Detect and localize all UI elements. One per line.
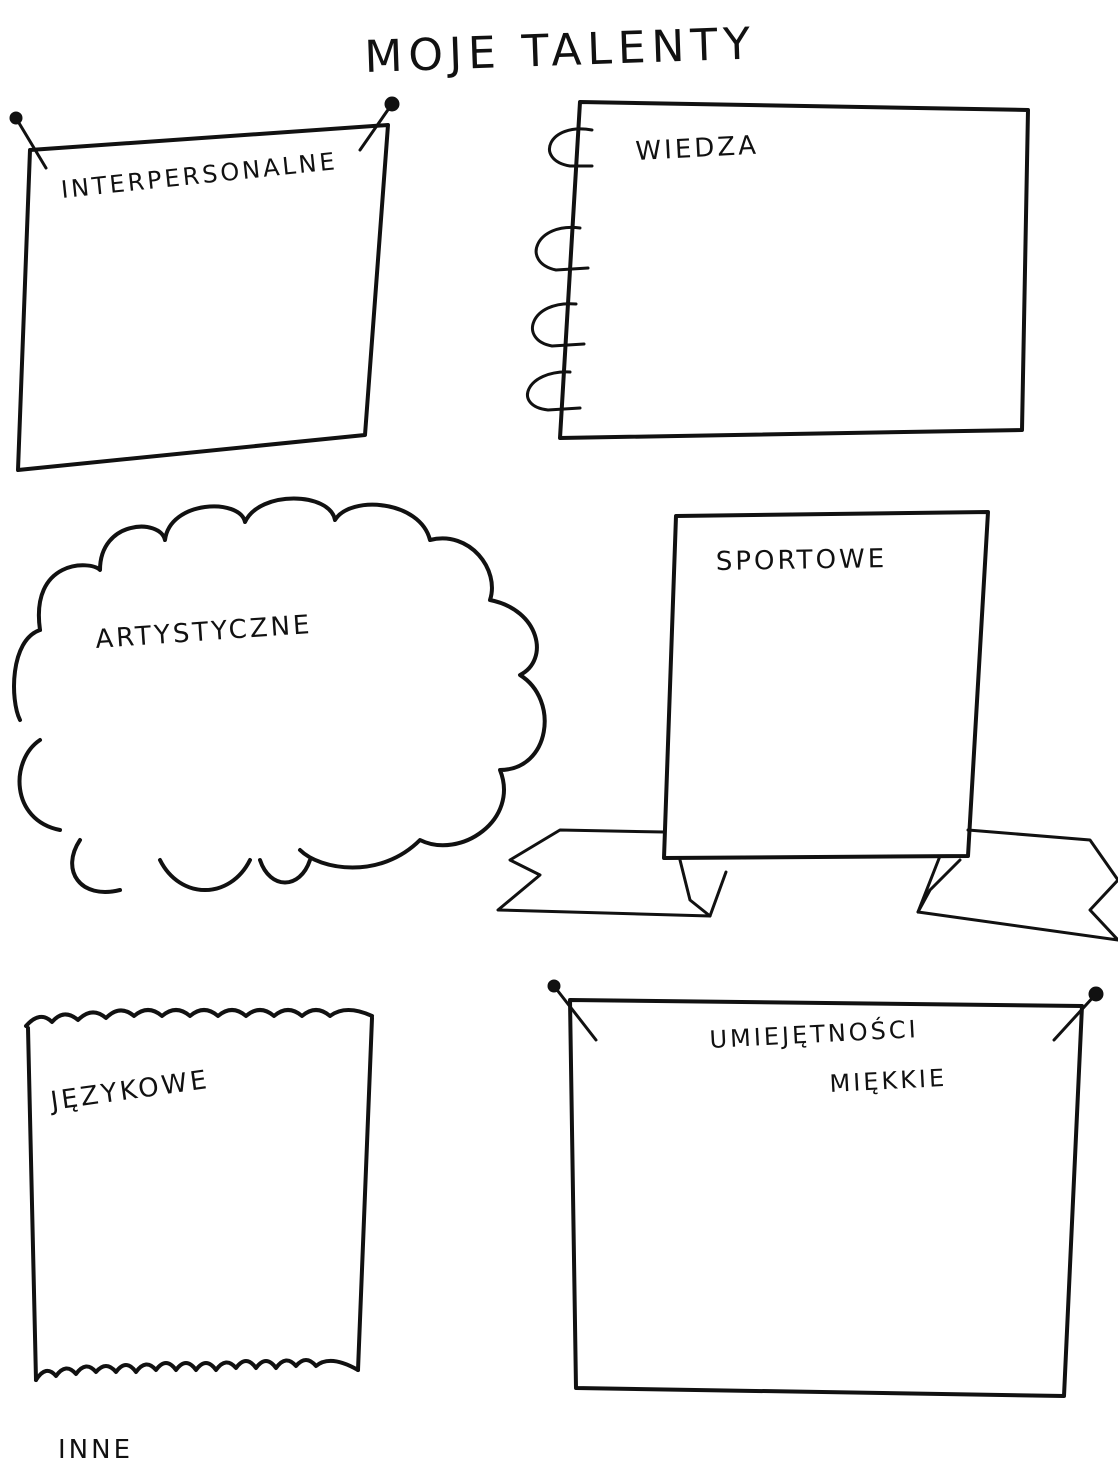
artistic-cloud-bottom-right-outline xyxy=(260,860,310,883)
pin-right-head-icon xyxy=(385,97,399,111)
sport-ribbon-right-outline xyxy=(918,830,1118,940)
sport-label: SPORTOWE xyxy=(716,544,888,577)
sport-ribbon-right-fold-icon xyxy=(918,860,960,912)
artistic-cloud-top-outline xyxy=(39,499,545,868)
pin-left-head-icon xyxy=(10,112,22,124)
artistic-cloud-bottom-left-outline xyxy=(72,840,120,892)
soft-skills-label-line1: UMIEJĘTNOŚCI xyxy=(709,1013,920,1054)
pin-right-icon xyxy=(1054,994,1096,1040)
sport-ribbon-left-fold-icon xyxy=(680,860,710,916)
soft-skills-card-outline xyxy=(570,1000,1082,1396)
artistic-cloud-bottom-mid-outline xyxy=(160,860,250,890)
page-title: MOJE TALENTY xyxy=(364,18,757,83)
languages-left-edge xyxy=(28,1028,36,1380)
other-label: INNE xyxy=(58,1435,133,1463)
artistic-cloud-left2-outline xyxy=(20,740,60,830)
languages-torn-paper: JĘZYKOWE xyxy=(26,1010,372,1380)
knowledge-label: WIEDZA xyxy=(635,131,760,167)
sport-banner: SPORTOWE xyxy=(498,512,1118,940)
spiral-ring-4-icon xyxy=(528,372,580,410)
interpersonal-label: INTERPERSONALNE xyxy=(60,147,339,204)
pin-left-head-icon xyxy=(548,980,560,992)
artistic-label: ARTYSTYCZNE xyxy=(94,610,313,655)
knowledge-notebook: WIEDZA xyxy=(528,102,1028,438)
artistic-cloud: ARTYSTYCZNE xyxy=(14,499,545,892)
pin-right-head-icon xyxy=(1089,987,1103,1001)
spiral-ring-3-icon xyxy=(532,304,584,346)
interpersonal-card: INTERPERSONALNE xyxy=(10,97,399,470)
languages-torn-top-edge xyxy=(26,1010,372,1026)
knowledge-notebook-outline xyxy=(560,102,1028,438)
spiral-ring-1-icon xyxy=(550,129,592,166)
spiral-ring-2-icon xyxy=(536,227,588,270)
soft-skills-label-line2: MIĘKKIE xyxy=(829,1064,948,1098)
languages-label: JĘZYKOWE xyxy=(47,1065,212,1117)
soft-skills-card: UMIEJĘTNOŚCI MIĘKKIE xyxy=(548,980,1103,1396)
artistic-cloud-left-outline xyxy=(14,630,40,720)
languages-right-edge xyxy=(358,1018,372,1370)
languages-torn-bottom-edge xyxy=(36,1360,358,1380)
pin-left-icon xyxy=(554,986,596,1040)
